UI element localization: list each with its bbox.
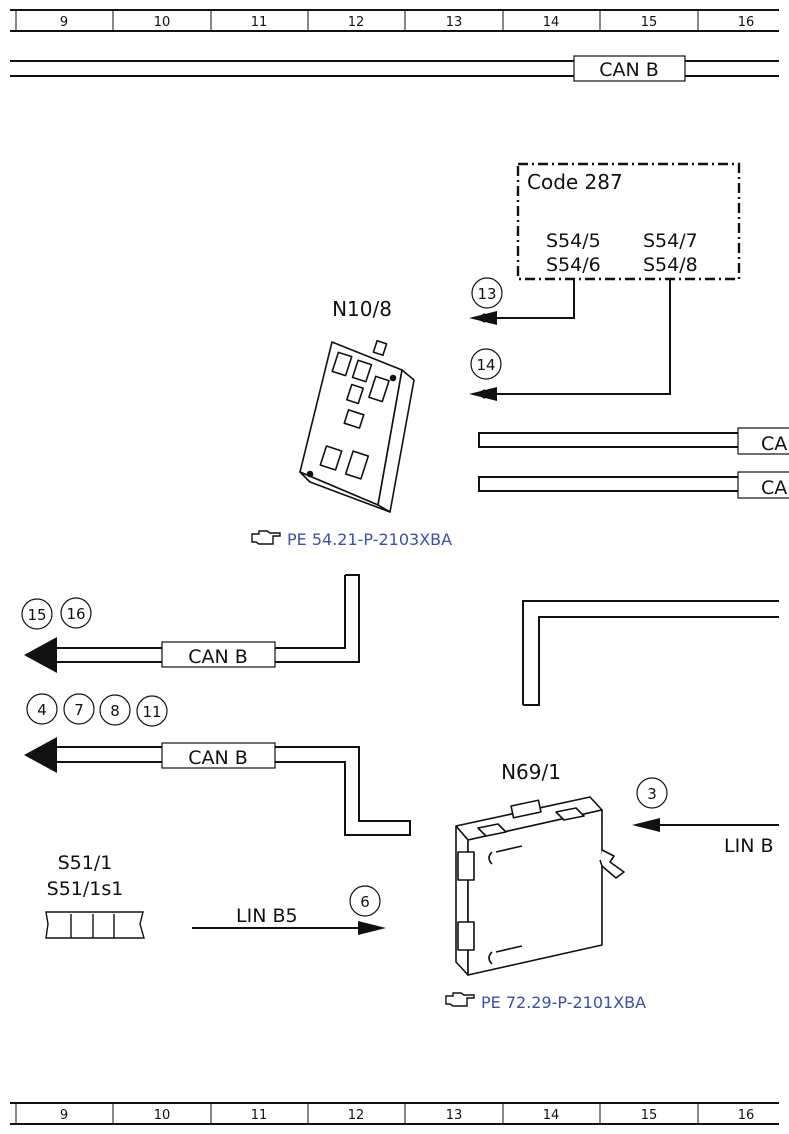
can-b-left-label-2: CAN B xyxy=(188,747,248,769)
switch-s54-6-label: S54/6 xyxy=(546,254,601,276)
marker-4: 4 xyxy=(26,693,58,725)
svg-text:7: 7 xyxy=(74,701,84,719)
grid-col-9-bottom: 9 xyxy=(60,1108,68,1123)
marker-15: 15 xyxy=(21,598,53,630)
grid-col-11-top: 11 xyxy=(251,15,268,30)
switch-s51-1s1-label: S51/1s1 xyxy=(47,878,124,900)
grid-col-13-top: 13 xyxy=(446,15,463,30)
svg-text:11: 11 xyxy=(142,703,161,721)
top-grid-ruler: 9 10 11 12 13 14 15 16 xyxy=(10,9,779,32)
svg-text:16: 16 xyxy=(66,605,85,623)
ref-link-n69-1[interactable]: PE 72.29-P-2101XBA xyxy=(481,993,646,1012)
grid-col-14-bottom: 14 xyxy=(543,1108,560,1123)
code-287-box: Code 287 S54/5 S54/7 S54/6 S54/8 xyxy=(516,162,741,281)
lin-b-right-label: LIN B xyxy=(724,835,773,857)
grid-col-12-bottom: 12 xyxy=(348,1108,365,1123)
can-right-label-1: CA xyxy=(761,433,787,455)
grid-col-16-bottom: 16 xyxy=(738,1108,755,1123)
switch-s54-8-label: S54/8 xyxy=(643,254,698,276)
ref-n10-8[interactable]: PE 54.21-P-2103XBA xyxy=(251,530,452,549)
code-287-title: Code 287 xyxy=(527,170,623,194)
code-287-wires xyxy=(469,280,671,401)
marker-3: 3 xyxy=(636,777,668,809)
lin-b5-label: LIN B5 xyxy=(236,905,298,927)
grid-col-10-bottom: 10 xyxy=(154,1108,171,1123)
grid-col-14-top: 14 xyxy=(543,15,560,30)
svg-text:3: 3 xyxy=(647,785,657,803)
module-n10-8-label: N10/8 xyxy=(332,297,392,321)
can-b-top-bus: CAN B xyxy=(10,55,779,82)
grid-col-10-top: 10 xyxy=(154,15,171,30)
can-b-left-label-1: CAN B xyxy=(188,646,248,668)
s51-1-switch-image xyxy=(45,911,145,939)
bottom-grid-ruler: 9 10 11 12 13 14 15 16 xyxy=(10,1102,779,1125)
n69-1-module-image xyxy=(455,796,625,976)
n10-8-module-image xyxy=(299,339,415,513)
switch-s51-1-label: S51/1 xyxy=(58,852,113,874)
switch-s54-7-label: S54/7 xyxy=(643,230,698,252)
grid-col-12-top: 12 xyxy=(348,15,365,30)
marker-16: 16 xyxy=(60,597,92,629)
grid-col-11-bottom: 11 xyxy=(251,1108,268,1123)
marker-6: 6 xyxy=(349,885,381,917)
marker-13: 13 xyxy=(471,277,503,309)
grid-col-16-top: 16 xyxy=(738,15,755,30)
can-right-stubs: CA CA xyxy=(478,427,789,499)
svg-text:4: 4 xyxy=(37,701,47,719)
right-bus-lines xyxy=(522,600,779,706)
lin-b5-wire: LIN B5 xyxy=(192,905,386,935)
svg-text:8: 8 xyxy=(110,702,120,720)
grid-col-9-top: 9 xyxy=(60,15,68,30)
lin-b-right: LIN B xyxy=(632,818,779,857)
ref-n69-1[interactable]: PE 72.29-P-2101XBA xyxy=(445,992,646,1012)
marker-11: 11 xyxy=(136,695,168,727)
grid-col-15-bottom: 15 xyxy=(641,1108,658,1123)
marker-14: 14 xyxy=(470,348,502,380)
pointing-hand-icon xyxy=(251,530,281,545)
marker-7: 7 xyxy=(63,693,95,725)
ref-link-n10-8[interactable]: PE 54.21-P-2103XBA xyxy=(287,530,452,549)
can-b-left-lower: CAN B xyxy=(24,737,411,836)
grid-col-15-top: 15 xyxy=(641,15,658,30)
module-n69-1-label: N69/1 xyxy=(501,760,561,784)
can-b-left-upper: CAN B xyxy=(24,574,360,673)
switch-s54-5-label: S54/5 xyxy=(546,230,601,252)
svg-text:13: 13 xyxy=(477,285,496,303)
svg-text:6: 6 xyxy=(360,893,370,911)
svg-text:15: 15 xyxy=(27,606,46,624)
can-b-top-label: CAN B xyxy=(599,59,659,81)
can-right-label-2: CA xyxy=(761,477,787,499)
grid-col-13-bottom: 13 xyxy=(446,1108,463,1123)
svg-text:14: 14 xyxy=(476,356,495,374)
marker-8: 8 xyxy=(99,694,131,726)
pointing-hand-icon xyxy=(445,992,475,1007)
